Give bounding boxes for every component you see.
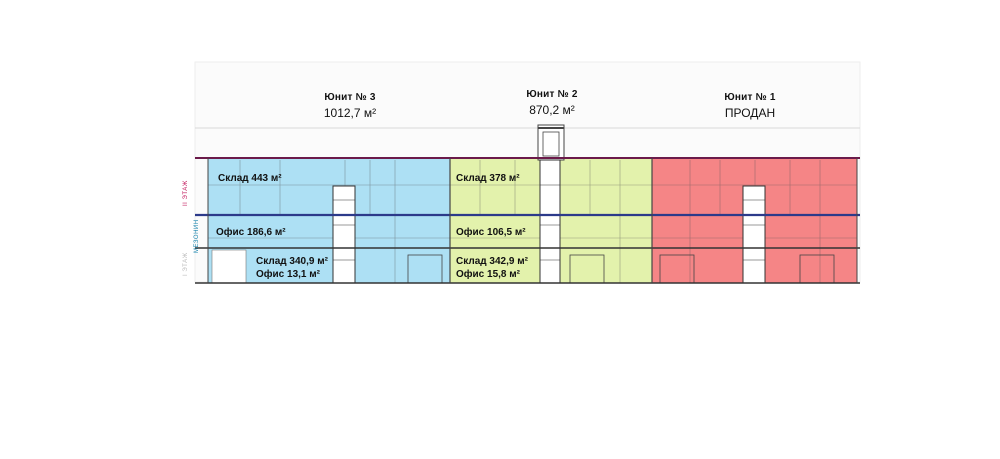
- u2-office-mezz-label: Офис 106,5 м²: [456, 227, 526, 238]
- unit3-area: 1012,7 м²: [323, 106, 377, 120]
- floor-second-label: II ЭТАЖ: [183, 180, 189, 206]
- unit3-header: Юнит № 3 1012,7 м²: [300, 92, 400, 120]
- u2-office-1-label: Офис 15,8 м²: [456, 269, 520, 280]
- u3-office-1-label: Офис 13,1 м²: [256, 269, 320, 280]
- u3-warehouse-2-label: Склад 443 м²: [218, 173, 282, 184]
- unit2-title: Юнит № 2: [526, 89, 578, 100]
- floor-mezzanine-label: МЕЗОНИН: [194, 219, 200, 253]
- unit1-title: Юнит № 1: [724, 92, 776, 103]
- unit2-area: 870,2 м²: [529, 103, 575, 117]
- u3-office-mezz-label: Офис 186,6 м²: [216, 227, 286, 238]
- unit1-status: ПРОДАН: [724, 106, 776, 120]
- u3-warehouse-1-label: Склад 340,9 м²: [256, 256, 328, 267]
- office-block: [211, 249, 247, 284]
- unit3-title: Юнит № 3: [324, 92, 376, 103]
- u2-warehouse-2-label: Склад 378 м²: [456, 173, 520, 184]
- u2-warehouse-1-label: Склад 342,9 м²: [456, 256, 528, 267]
- unit2-header: Юнит № 2 870,2 м²: [502, 89, 602, 117]
- unit3-zone: [208, 158, 450, 283]
- floor-first-label: I ЭТАЖ: [183, 252, 189, 276]
- unit1-header: Юнит № 1 ПРОДАН: [700, 92, 800, 120]
- stair-tower: [537, 124, 565, 161]
